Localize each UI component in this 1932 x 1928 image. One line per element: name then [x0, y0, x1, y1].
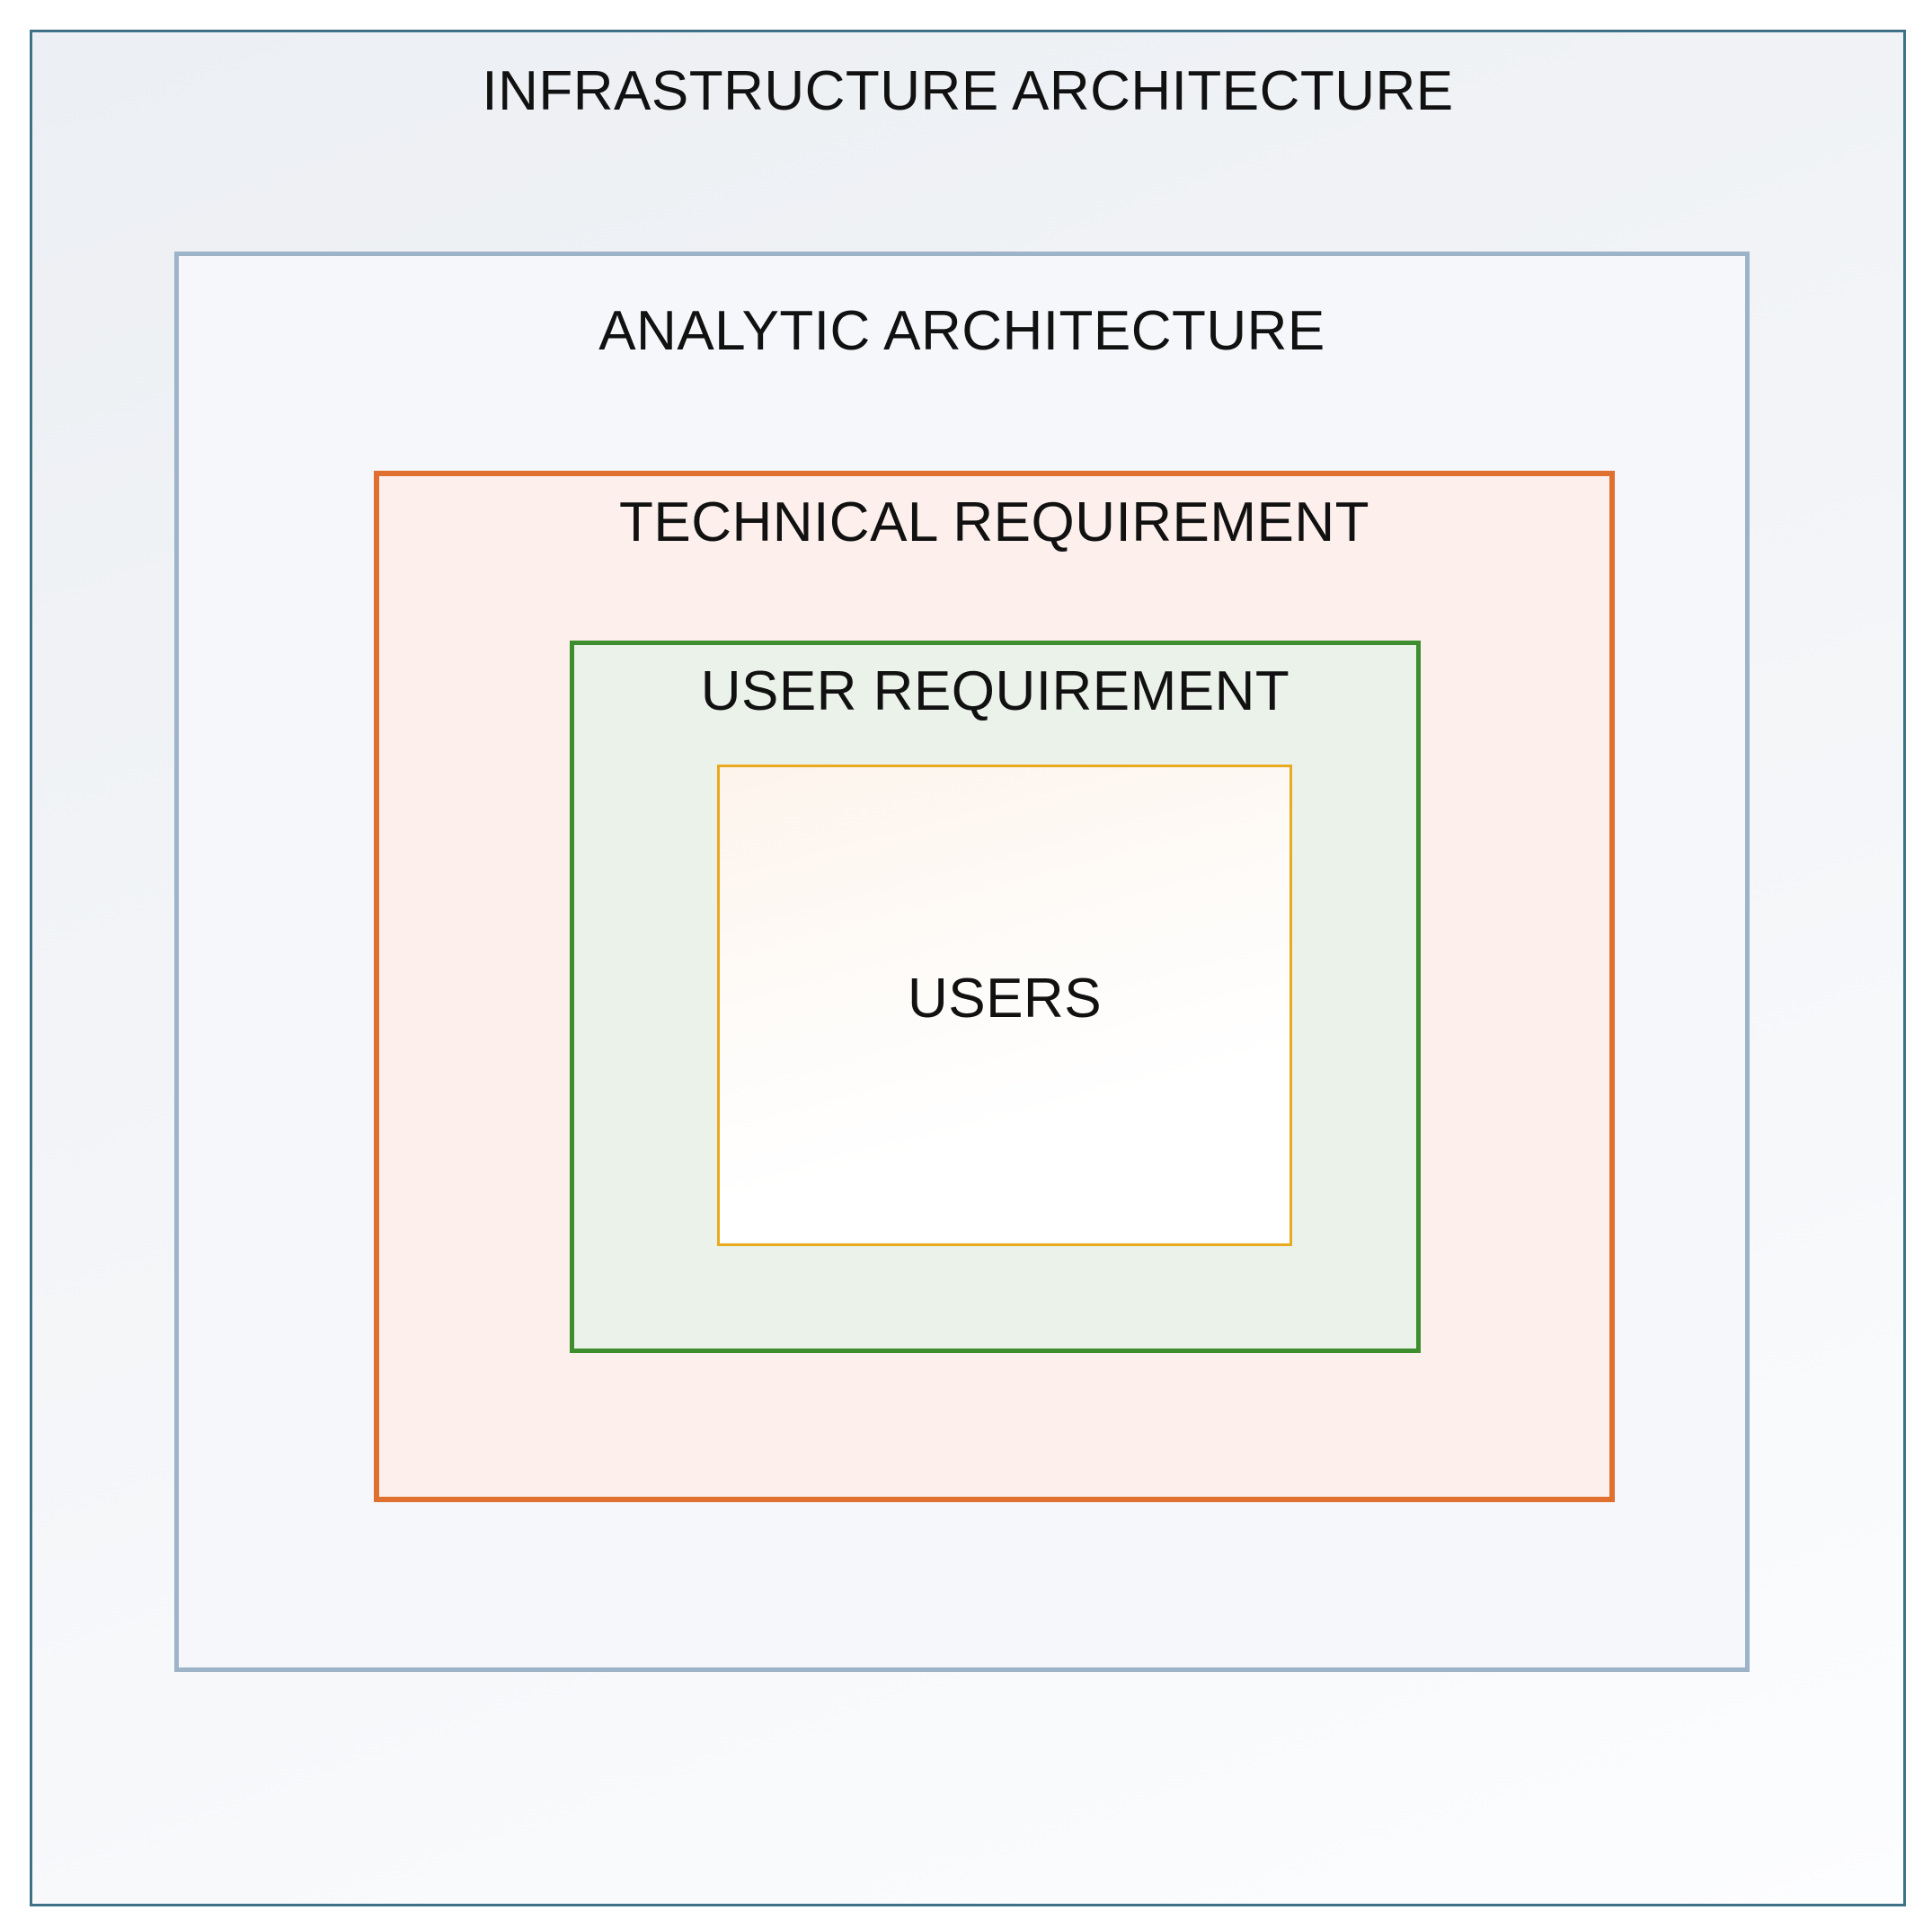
analytic-architecture-label: ANALYTIC ARCHITECTURE — [598, 300, 1325, 362]
users-label: USERS — [907, 968, 1103, 1030]
technical-requirement-label: TECHNICAL REQUIREMENT — [619, 491, 1369, 553]
infrastructure-architecture-label: INFRASTRUCTURE ARCHITECTURE — [482, 60, 1454, 122]
technical-requirement-box: TECHNICAL REQUIREMENT USER REQUIREMENT U… — [374, 471, 1615, 1502]
user-requirement-box: USER REQUIREMENT USERS — [570, 641, 1421, 1353]
analytic-architecture-box: ANALYTIC ARCHITECTURE TECHNICAL REQUIREM… — [174, 252, 1750, 1672]
users-box: USERS — [717, 765, 1292, 1246]
infrastructure-architecture-box: INFRASTRUCTURE ARCHITECTURE ANALYTIC ARC… — [30, 30, 1906, 1906]
user-requirement-label: USER REQUIREMENT — [700, 660, 1290, 722]
